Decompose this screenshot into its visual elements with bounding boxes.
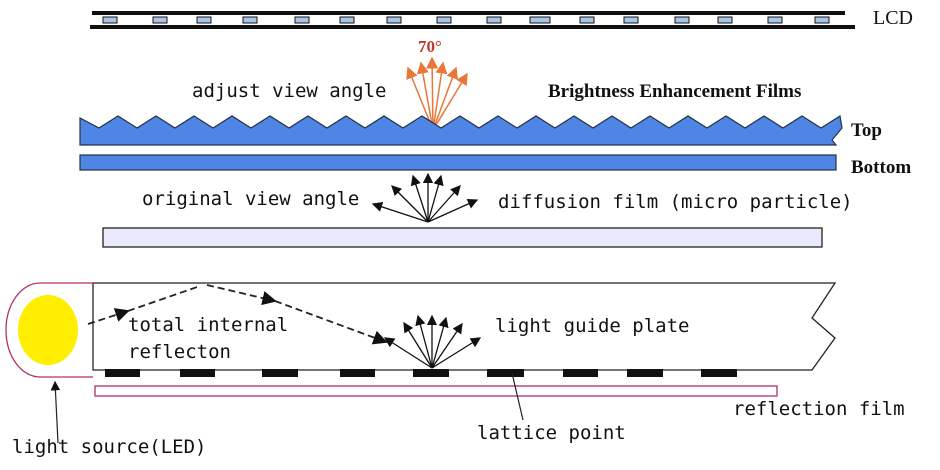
light-source-label: light source(LED)	[12, 436, 206, 458]
led-pointer	[50, 380, 61, 444]
lcd-cell	[339, 16, 355, 24]
reflecton-label: reflecton	[128, 341, 231, 363]
lcd-cell	[242, 16, 258, 24]
ray-arrow	[432, 72, 468, 131]
lattice-pointer	[511, 372, 524, 421]
ray-arrow	[371, 201, 429, 223]
original-view-angle-label: original view angle	[142, 188, 359, 210]
led-light	[18, 295, 78, 365]
lattice-dot	[701, 369, 737, 377]
ray-arrow	[427, 185, 461, 223]
lattice-points	[105, 369, 737, 377]
ray-arrow	[431, 337, 482, 369]
lcd-cell	[102, 16, 118, 24]
lattice-dot	[340, 369, 375, 377]
total-internal-reflection-path	[87, 284, 388, 345]
lattice-dot	[180, 369, 215, 377]
reflection-film	[94, 385, 778, 397]
lcd-cell	[717, 16, 733, 24]
lattice-dot	[627, 369, 663, 377]
ray-arrow	[427, 174, 444, 223]
lcd-cell	[529, 16, 551, 24]
lattice-dot	[413, 369, 449, 377]
original-rays	[371, 172, 479, 223]
lcd-cell	[294, 16, 310, 24]
lattice-dot	[563, 369, 598, 377]
ray-arrow	[432, 61, 448, 131]
ray-arrow	[416, 61, 434, 131]
ray-arrow	[383, 337, 433, 369]
ray-arrow	[415, 314, 433, 369]
bef-top-film	[79, 115, 843, 146]
lcd-cell	[152, 16, 168, 24]
ray-arrow	[410, 174, 429, 223]
adjusted-rays	[406, 56, 468, 131]
light-guide-plate	[92, 282, 837, 371]
lcd-cell	[436, 16, 452, 24]
bef-bottom-film	[79, 154, 837, 171]
lattice-point-label: lattice point	[477, 422, 626, 444]
angle-label: 70°	[418, 37, 442, 56]
bottom-label: Bottom	[851, 157, 911, 178]
lattice-scatter-rays	[383, 314, 482, 369]
led-housing	[5, 282, 93, 378]
lcd-cell	[486, 16, 502, 24]
lcd-label: LCD	[873, 7, 913, 29]
adjust-view-angle-label: adjust view angle	[192, 80, 386, 102]
ray-arrow	[431, 322, 463, 369]
ray-arrow	[426, 56, 439, 131]
lcd-cell	[386, 16, 402, 24]
total-internal-label: total internal	[128, 314, 288, 336]
lcd-cell	[196, 16, 212, 24]
lattice-dot	[105, 369, 140, 377]
ray-arrow	[403, 321, 433, 369]
bef-label: Brightness Enhancement Films	[548, 81, 801, 102]
top-label: Top	[851, 120, 882, 141]
ray-arrow	[431, 316, 449, 369]
lattice-dot	[262, 369, 298, 377]
lcd-cell	[623, 16, 639, 24]
light-guide-plate-label: light guide plate	[495, 315, 689, 337]
lcd-cell	[579, 16, 595, 24]
lattice-dot	[487, 369, 524, 377]
ray-arrow	[432, 66, 458, 131]
diffusion-film	[102, 227, 823, 248]
lcd-cell	[814, 16, 830, 24]
diffusion-film-label: diffusion film (micro particle)	[498, 191, 853, 213]
lcd-cell	[674, 16, 690, 24]
ray-arrow	[427, 198, 479, 223]
lcd-cell	[767, 16, 783, 24]
reflection-film-label: reflection film	[733, 398, 905, 420]
ray-arrow	[391, 185, 429, 223]
lcd-panel	[90, 11, 855, 29]
